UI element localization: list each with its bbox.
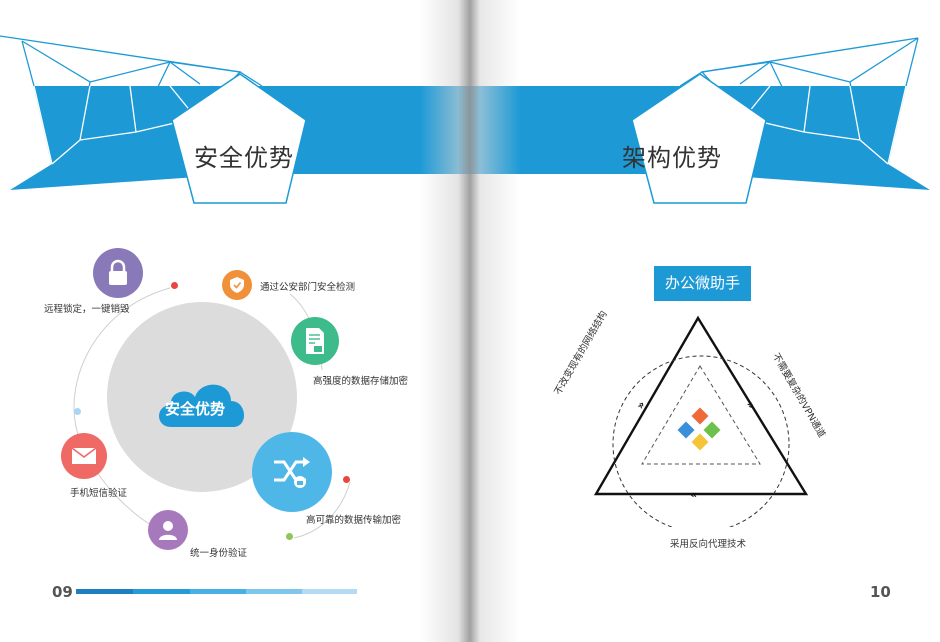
document-lock-icon [291, 317, 339, 365]
feature-sms-verify: 手机短信验证 [70, 488, 128, 499]
feature-unified-identity: 统一身份验证 [190, 548, 248, 559]
page-title: 架构优势 [622, 144, 722, 172]
page-number: 10 [870, 583, 891, 601]
triangle-diagram: » » « [593, 315, 809, 527]
left-page: 安全优势 安全优势 远程锁定，一键销毁 通过公安部门安全检测 [0, 35, 470, 601]
svg-text:»: » [743, 399, 758, 412]
left-banner [0, 35, 470, 204]
feature-remote-lock: 远程锁定，一键销毁 [44, 304, 130, 315]
progress-bar-segment [302, 589, 357, 594]
right-banner [470, 36, 940, 204]
user-icon [148, 510, 188, 550]
svg-text:«: « [690, 488, 697, 501]
page-fold-shadow [420, 0, 520, 642]
logo-icon [677, 407, 721, 451]
product-title-box: 办公微助手 [654, 266, 751, 301]
lock-icon [93, 248, 143, 298]
cloud-icon [159, 384, 245, 427]
accent-dot [171, 282, 178, 289]
progress-bar-segment [190, 589, 246, 594]
feature-police-check: 通过公安部门安全检测 [260, 282, 356, 293]
triangle-label-bottom: 采用反向代理技术 [670, 539, 747, 550]
feature-transfer-encrypt: 高可靠的数据传输加密 [306, 515, 402, 526]
accent-dot [74, 408, 81, 415]
page-number: 09 [52, 583, 73, 601]
progress-bar-segment [133, 589, 190, 594]
accent-dot [343, 476, 350, 483]
right-page: 架构优势 办公微助手 » » « 不改变现有的网络结构 不需要复杂的VPN通道 … [470, 0, 940, 642]
accent-dot [286, 533, 293, 540]
center-label: 安全优势 [165, 400, 226, 418]
shuffle-icon [252, 432, 332, 512]
mail-icon [61, 433, 107, 479]
feature-storage-encrypt: 高强度的数据存储加密 [313, 376, 409, 387]
progress-bar-segment [246, 589, 302, 594]
page-title: 安全优势 [194, 144, 294, 172]
shield-icon [222, 270, 252, 300]
progress-bar-segment [76, 589, 133, 594]
